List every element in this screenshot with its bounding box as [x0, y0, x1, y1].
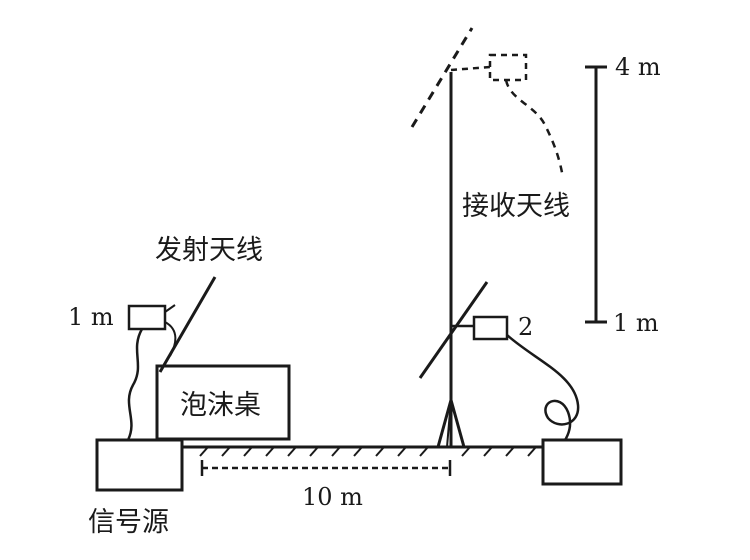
receive-antenna-rod-upper — [410, 27, 474, 128]
transmit-cable — [126, 328, 144, 441]
receive-device-upper — [488, 53, 528, 82]
receive-antenna-rod-lower — [418, 281, 489, 379]
receive-antenna-lower — [418, 281, 580, 448]
foam-table — [155, 364, 291, 441]
foam-table-label: 泡沫桌 — [180, 390, 261, 421]
receive-antenna-upper — [410, 27, 565, 179]
transmit-height-label: 1 m — [68, 303, 114, 331]
signal-source-box — [95, 438, 184, 492]
transmit-antenna-rod — [158, 276, 217, 373]
receive-mast — [436, 72, 466, 448]
height-bottom-label: 1 m — [613, 309, 659, 337]
receive-device-2 — [472, 315, 509, 341]
receive-cable-upper — [504, 79, 565, 179]
receiver-box — [541, 438, 623, 486]
distance-indicator — [200, 460, 452, 476]
transmit-antenna-device — [127, 304, 167, 331]
ground — [180, 445, 545, 457]
signal-source-label: 信号源 — [88, 507, 169, 538]
transmit-antenna-label: 发射天线 — [155, 235, 263, 266]
height-top-label: 4 m — [615, 53, 661, 81]
receive-antenna-label: 接收天线 — [462, 191, 570, 222]
position-2-label: 2 — [518, 313, 533, 341]
transmit-antenna — [126, 276, 217, 441]
receive-cable — [506, 334, 580, 448]
tripod-left-leg — [436, 399, 453, 448]
height-scale — [585, 65, 607, 324]
distance-label: 10 m — [302, 483, 363, 511]
ground-hatching — [199, 446, 537, 457]
tripod-right-leg — [449, 399, 466, 448]
